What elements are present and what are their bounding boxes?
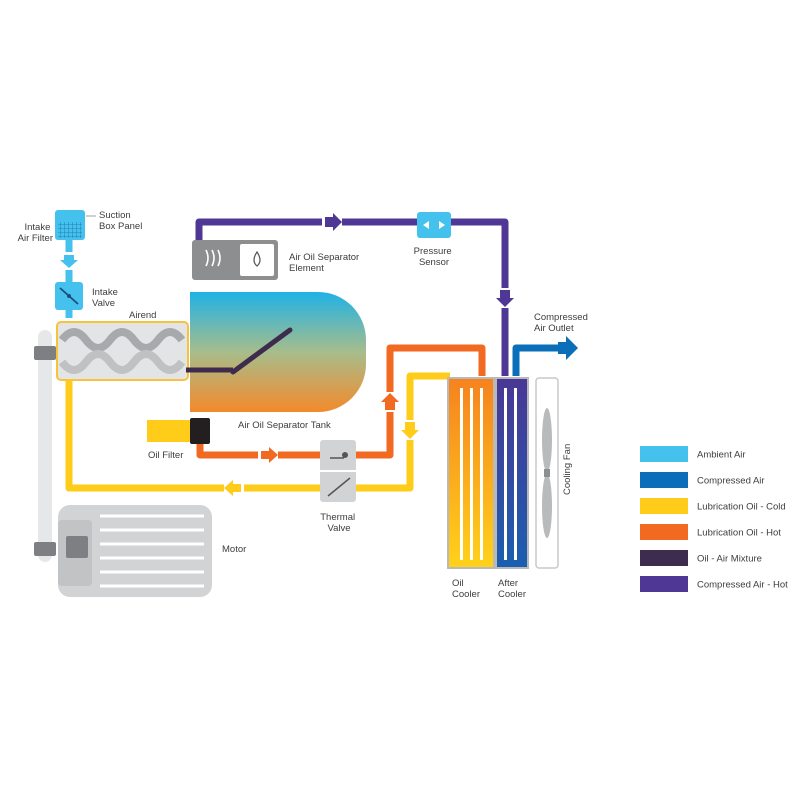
label-airend: Airend [129,310,156,321]
legend-swatch [640,524,688,540]
after-cooler [495,377,529,569]
legend-label: Compressed Air - Hot [697,580,788,591]
legend-swatch [640,550,688,566]
oil-cooler [447,377,495,569]
legend-label: Lubrication Oil - Cold [697,502,786,513]
intake-valve [55,282,83,310]
label-thermal-valve: Thermal Valve [320,512,357,534]
legend-swatch [640,498,688,514]
label-pressure-sensor: Pressure Sensor [414,246,455,268]
label-oil-filter: Oil Filter [148,450,183,461]
oil-filter [147,418,210,444]
label-separator-tank: Air Oil Separator Tank [238,420,331,431]
thermal-valve [320,440,356,502]
label-motor: Motor [222,544,246,555]
label-intake-air-filter: Intake Air Filter [18,222,53,244]
label-separator-element: Air Oil Separator Element [289,252,362,274]
legend-swatch [640,446,688,462]
component-labels: Intake Air Filter Suction Box Panel Inta… [18,210,591,600]
legend-label: Ambient Air [697,450,746,461]
drive-belt [34,330,56,562]
label-suction-box-panel: Suction Box Panel [99,210,142,232]
legend-swatch [640,472,688,488]
legend-label: Compressed Air [697,476,765,487]
air-oil-separator-element [192,240,278,280]
compressed-air-outlet-pipe [512,344,566,376]
legend-swatch [640,576,688,592]
label-intake-valve: Intake Valve [92,287,121,309]
legend-label: Oil - Air Mixture [697,554,762,565]
legend-label: Lubrication Oil - Hot [697,528,781,539]
pressure-sensor [417,212,451,238]
motor [58,505,212,597]
air-oil-separator-tank [190,292,366,412]
airend [56,321,233,381]
intake-air-filter [55,210,96,240]
label-after-cooler: After Cooler [498,578,526,600]
label-compressed-air-outlet: Compressed Air Outlet [534,312,591,334]
cooling-fan [535,377,559,569]
cold-oil-pipe [65,370,450,492]
label-oil-cooler: Oil Cooler [452,578,480,600]
label-cooling-fan: Cooling Fan [562,444,573,495]
